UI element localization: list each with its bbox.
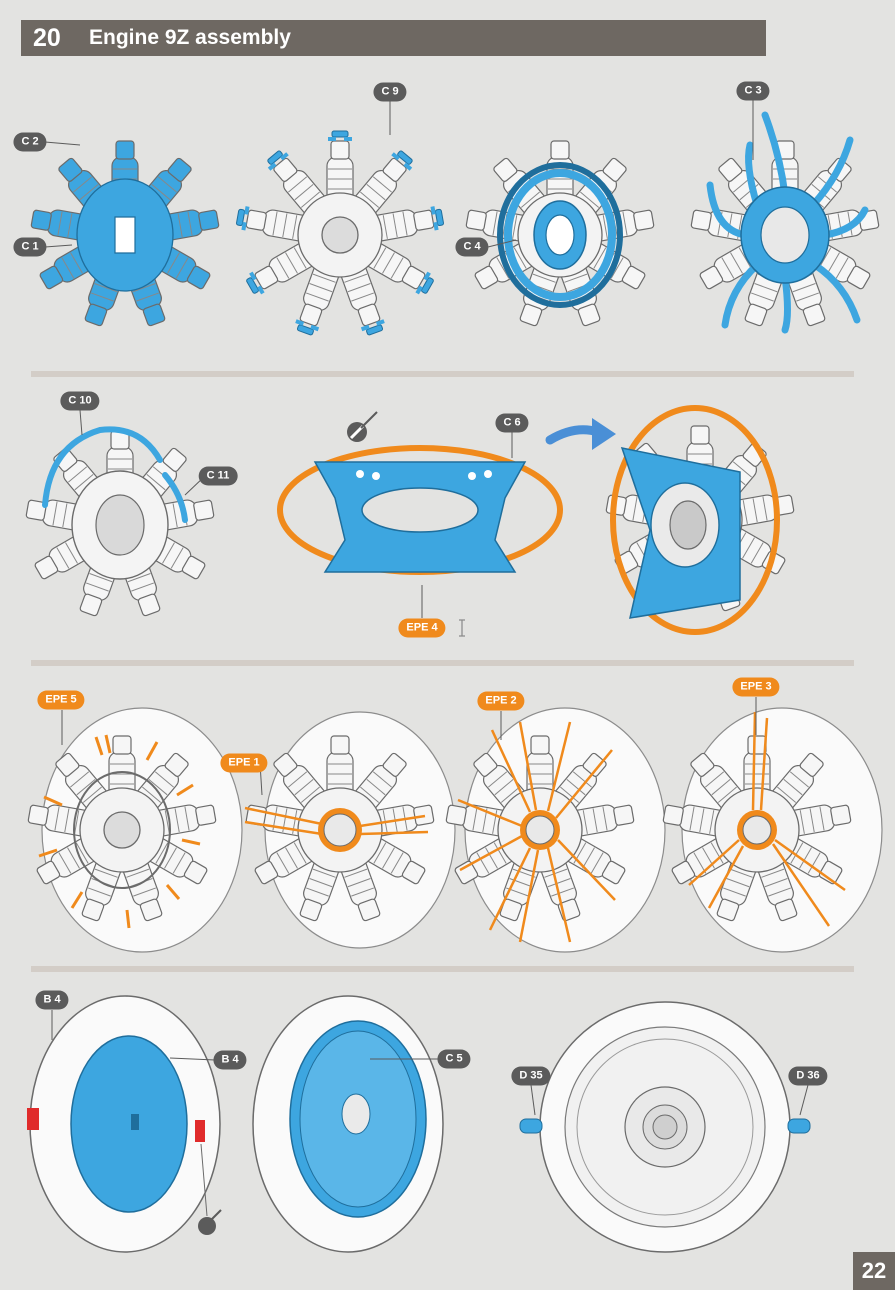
label-epe1: EPE 1 [220,753,268,773]
engine-with-mount [605,405,795,635]
label-c11: C 11 [198,466,238,486]
text-cursor-icon [459,619,465,637]
engine-cylinders-blue [30,141,220,328]
cowling-front-view [519,1001,811,1253]
cowling-rear-b4 [27,995,222,1253]
engine-front-with-pipes [25,426,215,617]
page-number: 22 [853,1252,895,1290]
step-number: 20 [33,23,61,52]
label-c2: C 2 [13,132,47,152]
row-divider [31,966,854,972]
label-epe3: EPE 3 [732,677,780,697]
label-epe2: EPE 2 [477,691,525,711]
arrow-right-icon [545,418,616,450]
label-b4-disc: B 4 [213,1050,247,1070]
engine-rods-epe1 [245,711,456,949]
engine-crankcase-ring [465,141,655,328]
engine-intake-pipes [690,111,880,334]
label-d36: D 36 [788,1066,828,1086]
step-title: Engine 9Z assembly [89,26,291,49]
engine-rods-epe3 [662,707,883,953]
mount-frame-with-ring [277,445,563,575]
glue-icon [347,411,378,442]
label-c9: C 9 [373,82,407,102]
engine-rods-epe2 [445,707,666,953]
engine-rocker-covers [234,130,446,338]
label-c5: C 5 [437,1049,471,1069]
label-c4: C 4 [455,237,489,257]
row-divider [31,371,854,377]
label-c3: C 3 [736,81,770,101]
engine-rods-epe5 [27,707,243,953]
row-divider [31,660,854,666]
cowling-mesh-c5 [252,995,444,1253]
label-d35: D 35 [511,1066,551,1086]
step-header: 20 Engine 9Z assembly [21,20,766,56]
label-c10: C 10 [60,391,100,411]
label-b4-ring: B 4 [35,990,69,1010]
label-c1: C 1 [13,237,47,257]
label-epe4: EPE 4 [398,618,446,638]
label-epe5: EPE 5 [37,690,85,710]
label-c6: C 6 [495,413,529,433]
